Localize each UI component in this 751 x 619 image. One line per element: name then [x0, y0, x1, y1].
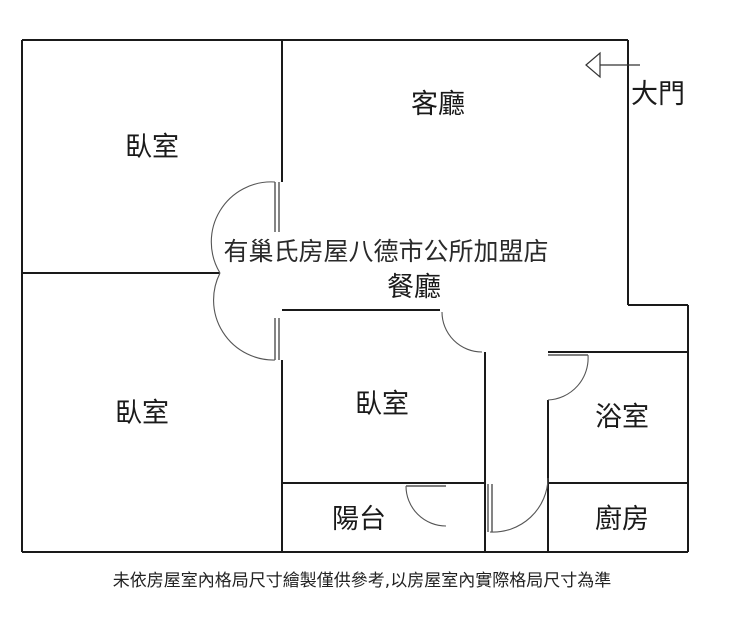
outer-walls [21, 39, 689, 553]
label-bedroom-top-left: 臥室 [125, 132, 179, 163]
label-balcony: 陽台 [332, 504, 386, 535]
door-swings [210, 181, 589, 533]
label-bedroom-center: 臥室 [355, 389, 409, 420]
label-dining-room: 餐廳 [387, 272, 441, 303]
label-main-door: 大門 [631, 79, 685, 110]
interior-walls [22, 40, 688, 552]
main-door-arrow-icon [585, 51, 640, 79]
label-bedroom-bottom-left: 臥室 [115, 398, 169, 429]
label-bathroom: 浴室 [595, 402, 649, 433]
disclaimer-text: 未依房屋室內格局尺寸繪製僅供參考,以房屋室內實際格局尺寸為準 [113, 571, 611, 591]
label-kitchen: 廚房 [595, 504, 649, 535]
door-leaves [274, 182, 588, 532]
label-living-room: 客廳 [411, 89, 465, 120]
agency-watermark: 有巢氏房屋八德市公所加盟店 [223, 237, 548, 266]
